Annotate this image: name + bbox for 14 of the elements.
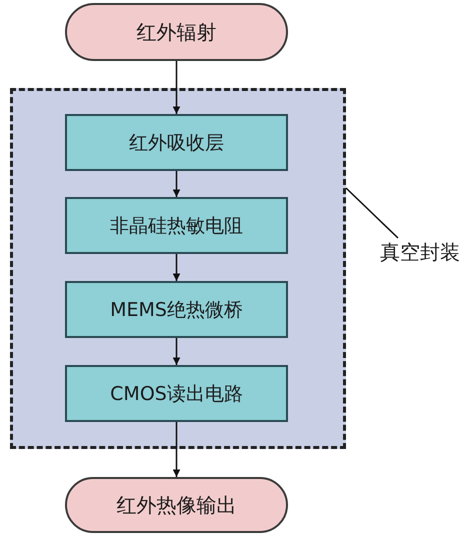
dashed-enclosure bbox=[10, 88, 346, 449]
terminal-box: 红外辐射 bbox=[65, 3, 288, 61]
process-box: 非晶硅热敏电阻 bbox=[65, 197, 288, 254]
arrow bbox=[172, 422, 180, 477]
arrow bbox=[172, 254, 180, 281]
arrow bbox=[172, 171, 180, 197]
process-box: MEMS绝热微桥 bbox=[65, 281, 288, 338]
process-box: CMOS读出电路 bbox=[65, 365, 288, 422]
leader-line bbox=[345, 187, 399, 239]
terminal-box: 红外热像输出 bbox=[65, 477, 288, 533]
enclosure-label: 真空封装 bbox=[380, 238, 474, 266]
arrow bbox=[172, 338, 180, 365]
arrow bbox=[172, 61, 180, 114]
process-box: 红外吸收层 bbox=[65, 114, 288, 171]
